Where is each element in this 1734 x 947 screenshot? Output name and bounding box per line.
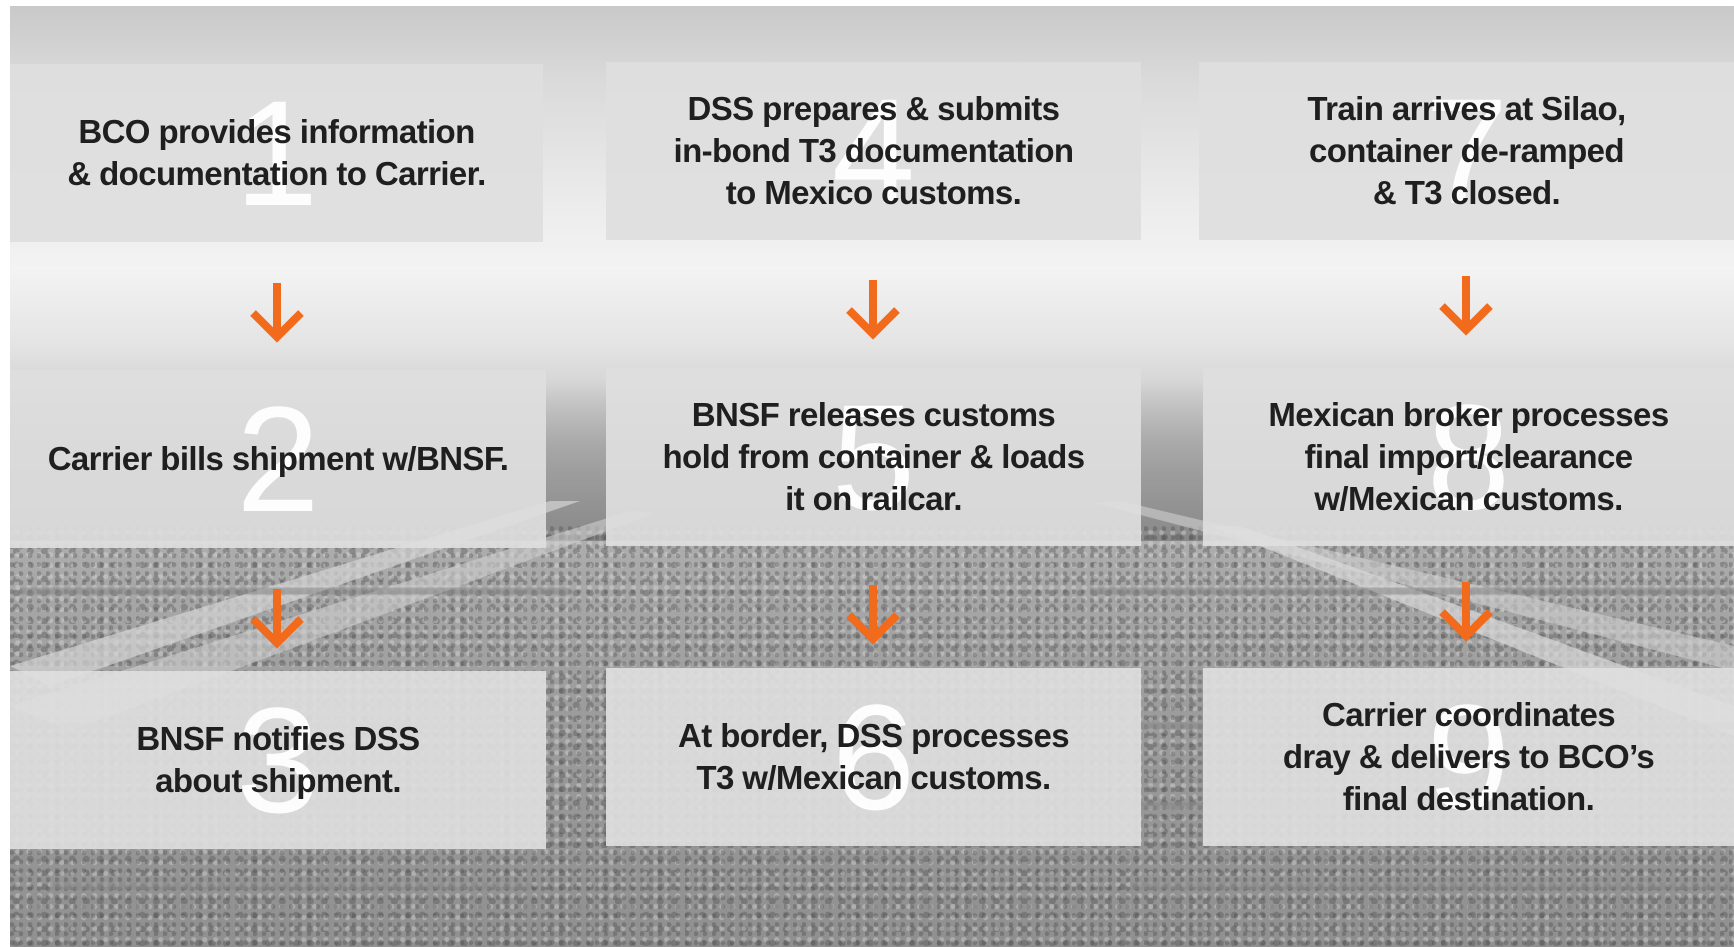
step-number-1: 1 <box>234 69 319 237</box>
down-arrow-icon <box>250 283 304 343</box>
step-box-8: 8 Mexican broker processes final import/… <box>1203 368 1734 546</box>
step-box-1: 1 BCO provides information & documentati… <box>10 64 543 242</box>
step-text-7: Train arrives at Silao, container de-ram… <box>1307 90 1626 211</box>
step-text-6: At border, DSS processes T3 w/Mexican cu… <box>678 717 1070 796</box>
step-text-4: DSS prepares & submits in-bond T3 docume… <box>673 90 1074 211</box>
down-arrow-icon <box>1439 582 1493 642</box>
step-text-2: Carrier bills shipment w/BNSF. <box>47 440 509 477</box>
step-box-7: 7 Train arrives at Silao, container de-r… <box>1199 62 1734 240</box>
step-box-6: 6 At border, DSS processes T3 w/Mexican … <box>606 668 1141 846</box>
step-box-3: 3 BNSF notifies DSS about shipment. <box>10 671 546 849</box>
step-box-4: 4 DSS prepares & submits in-bond T3 docu… <box>606 62 1141 240</box>
step-number-4: 4 <box>831 67 916 235</box>
down-arrow-icon <box>846 280 900 340</box>
step-number-8: 8 <box>1426 373 1511 541</box>
down-arrow-icon <box>250 589 304 649</box>
down-arrow-icon <box>846 585 900 645</box>
step-text-1: BCO provides information & documentation… <box>67 113 486 192</box>
step-text-5: BNSF releases customs hold from containe… <box>662 396 1085 517</box>
step-text-8: Mexican broker processes final import/cl… <box>1268 396 1669 517</box>
step-box-2: 2 Carrier bills shipment w/BNSF. <box>10 370 546 548</box>
step-number-6: 6 <box>831 673 916 841</box>
step-text-3: BNSF notifies DSS about shipment. <box>136 720 420 799</box>
step-number-7: 7 <box>1424 67 1509 235</box>
down-arrow-icon <box>1439 276 1493 336</box>
step-text-9: Carrier coordinates dray & delivers to B… <box>1282 696 1655 817</box>
step-box-5: 5 BNSF releases customs hold from contai… <box>606 368 1141 546</box>
step-number-5: 5 <box>831 373 916 541</box>
step-number-3: 3 <box>236 676 320 844</box>
step-number-9: 9 <box>1426 673 1511 841</box>
step-number-2: 2 <box>236 375 320 543</box>
step-box-9: 9 Carrier coordinates dray & delivers to… <box>1203 668 1734 846</box>
